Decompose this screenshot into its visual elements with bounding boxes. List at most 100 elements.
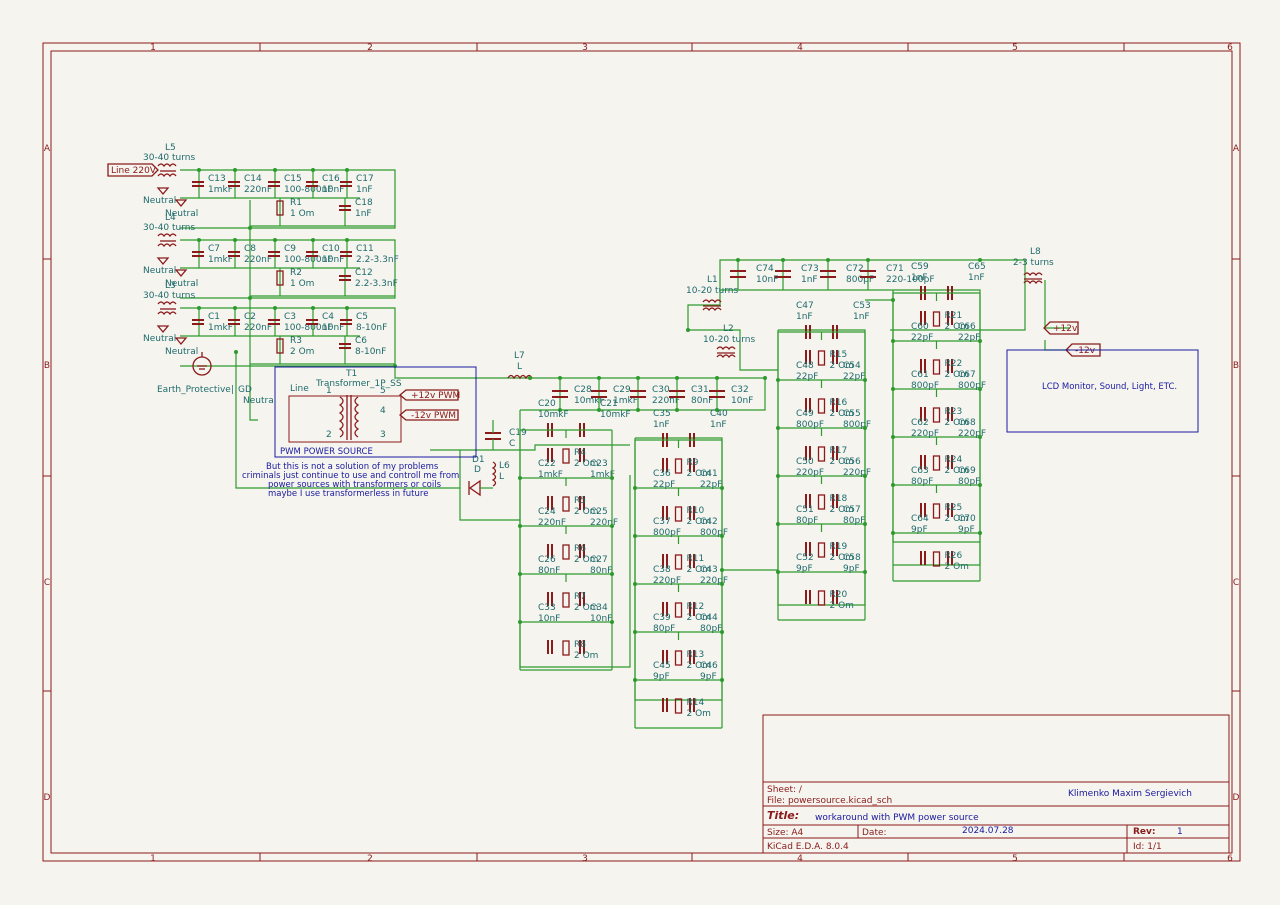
- junction: [345, 306, 349, 310]
- svg-text:2 Om: 2 Om: [945, 562, 969, 572]
- svg-text:R14: R14: [687, 698, 705, 708]
- svg-text:9pF: 9pF: [653, 672, 670, 682]
- junction: [978, 258, 982, 262]
- svg-text:C20: C20: [538, 399, 556, 409]
- junction: [345, 238, 349, 242]
- svg-text:22pF: 22pF: [958, 333, 980, 343]
- svg-text:2 Om: 2 Om: [574, 603, 598, 613]
- svg-text:2 Om: 2 Om: [574, 651, 598, 661]
- junction: [558, 408, 562, 412]
- svg-text:C73: C73: [801, 264, 819, 274]
- svg-text:80nF: 80nF: [691, 396, 713, 406]
- svg-text:C49: C49: [796, 409, 814, 419]
- cap-value: 220nF: [244, 323, 272, 333]
- svg-text:9pF: 9pF: [911, 525, 928, 535]
- svg-text:C58: C58: [843, 553, 861, 563]
- svg-text:C70: C70: [958, 514, 976, 524]
- svg-text:L2: L2: [723, 324, 734, 334]
- junction: [518, 572, 522, 576]
- junction: [675, 408, 679, 412]
- cap-ref: C5: [356, 312, 368, 322]
- svg-text:30-40 turns: 30-40 turns: [143, 153, 195, 163]
- pwm-power-source: T1 Transformer_1P_SS Line 1 2 5 4 3 PWM …: [274, 366, 477, 458]
- junction: [248, 296, 252, 300]
- svg-text:T1: T1: [345, 369, 357, 379]
- cap-ref: C16: [322, 174, 340, 184]
- svg-text:C21: C21: [600, 399, 618, 409]
- svg-text:C55: C55: [843, 409, 861, 419]
- svg-text:File: powersource.kicad_sch: File: powersource.kicad_sch: [767, 796, 892, 806]
- cap-value: 1mkF: [208, 323, 233, 333]
- svg-text:R16: R16: [830, 398, 848, 408]
- svg-text:1nF: 1nF: [796, 312, 813, 322]
- junction: [776, 378, 780, 382]
- junction: [720, 678, 724, 682]
- junction: [891, 531, 895, 535]
- svg-text:80pF: 80pF: [653, 624, 675, 634]
- junction: [776, 474, 780, 478]
- svg-text:Title:: Title:: [767, 809, 799, 822]
- cap-value: 1mkF: [208, 185, 233, 195]
- junction: [633, 630, 637, 634]
- svg-text:R6: R6: [574, 544, 586, 554]
- junction: [715, 376, 719, 380]
- junction: [763, 376, 767, 380]
- svg-text:But this is not a solution of: But this is not a solution of my problem…: [266, 462, 439, 472]
- svg-text:Klimenko Maxim Sergievich: Klimenko Maxim Sergievich: [1068, 789, 1192, 799]
- cap-ref: C10: [322, 244, 340, 254]
- row-marker: D: [1233, 793, 1240, 803]
- svg-text:2 Om: 2 Om: [574, 555, 598, 565]
- column-marker: 1: [150, 854, 156, 864]
- svg-text:L4: L4: [165, 213, 176, 223]
- junction: [234, 350, 238, 354]
- junction: [891, 387, 895, 391]
- svg-text:C74: C74: [756, 264, 774, 274]
- cap-ref: C11: [356, 244, 374, 254]
- svg-text:C53: C53: [853, 301, 871, 311]
- junction: [633, 486, 637, 490]
- svg-text:220pF: 220pF: [911, 429, 939, 439]
- cap-ref: C14: [244, 174, 262, 184]
- svg-text:Neutral: Neutral: [143, 334, 176, 344]
- junction: [776, 426, 780, 430]
- svg-text:80pF: 80pF: [911, 477, 933, 487]
- svg-text:R3: R3: [290, 336, 302, 346]
- svg-text:C47: C47: [796, 301, 814, 311]
- cap-ref: C1: [208, 312, 220, 322]
- cap-value: 2.2-3.3nF: [356, 255, 399, 265]
- svg-text:C56: C56: [843, 457, 861, 467]
- svg-text:2 Om: 2 Om: [574, 459, 598, 469]
- junction: [891, 435, 895, 439]
- cap-ref: C3: [284, 312, 296, 322]
- junction: [610, 572, 614, 576]
- junction: [715, 408, 719, 412]
- svg-text:Neutral: Neutral: [143, 266, 176, 276]
- junction: [273, 168, 277, 172]
- svg-text:L5: L5: [165, 143, 176, 153]
- junction: [978, 435, 982, 439]
- svg-text:80pF: 80pF: [843, 516, 865, 526]
- svg-text:C63: C63: [911, 466, 929, 476]
- junction: [736, 258, 740, 262]
- row-marker: B: [1233, 361, 1239, 371]
- svg-text:C41: C41: [700, 469, 718, 479]
- svg-text:2-3 turns: 2-3 turns: [1013, 258, 1054, 268]
- svg-text:C26: C26: [538, 555, 556, 565]
- svg-text:30-40 turns: 30-40 turns: [143, 223, 195, 233]
- svg-text:10mkF: 10mkF: [600, 410, 631, 420]
- cap-value: 8-10nF: [356, 323, 387, 333]
- cap-value: 100-800nF: [284, 185, 333, 195]
- svg-text:C36: C36: [653, 469, 671, 479]
- svg-text:R25: R25: [945, 503, 963, 513]
- junction: [273, 306, 277, 310]
- svg-text:Size: A4: Size: A4: [767, 828, 804, 838]
- svg-text:R1: R1: [290, 198, 302, 208]
- cap-ref: C8: [244, 244, 256, 254]
- column-marker: 3: [582, 43, 588, 53]
